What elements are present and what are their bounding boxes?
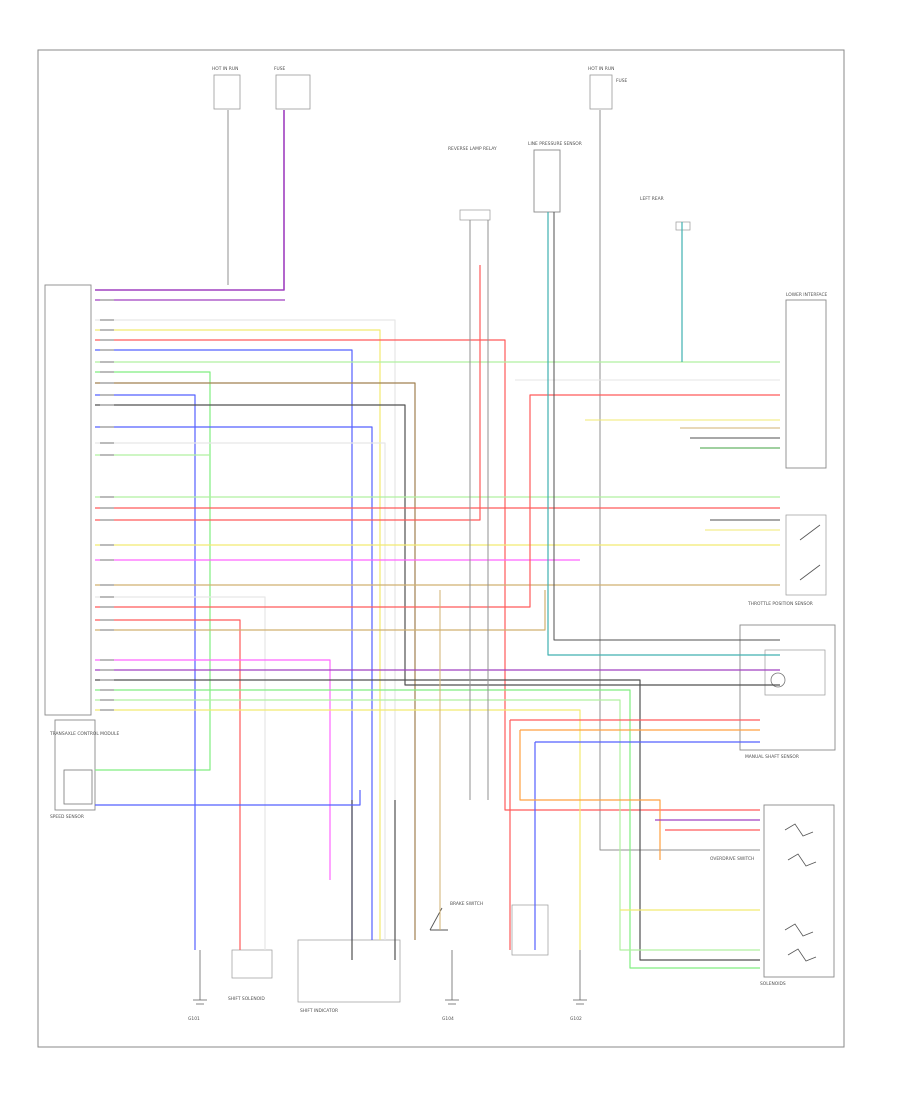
wire-tcm-16 <box>95 265 481 521</box>
reverse-lamp-relay: REVERSE LAMP RELAY <box>448 146 497 221</box>
wire-tcm-12 <box>95 442 386 940</box>
wire-overdrive <box>519 730 661 860</box>
ground-middle: G104 <box>442 950 459 1022</box>
wire-line-pressure-b <box>553 212 780 641</box>
ground-left-label: G101 <box>188 1016 200 1022</box>
overdrive-switch-label: OVERDRIVE SWITCH <box>710 856 754 862</box>
wire-speed-sensor <box>95 790 361 806</box>
wire-tcm-27 <box>95 689 760 969</box>
solenoid-pack: SOLENOIDS <box>760 804 835 987</box>
manual-shaft-sensor: MANUAL SHAFT SENSOR <box>739 624 836 760</box>
speed-sensor-label: SPEED SENSOR <box>50 814 84 820</box>
overdrive-switch: OVERDRIVE SWITCH <box>710 856 754 862</box>
ground-right-label: G102 <box>570 1016 582 1022</box>
wire-fuse-right <box>599 110 760 851</box>
wire-tcm-4 <box>95 339 760 811</box>
fuse-block-left: HOT IN RUN FUSE <box>212 66 311 110</box>
wire-tcm-8 <box>95 382 416 940</box>
lower-interface-label: LOWER INTERFACE <box>786 292 828 298</box>
ground-right: G102 <box>570 950 587 1022</box>
reverse-lamp-relay-label: REVERSE LAMP RELAY <box>448 146 497 152</box>
diagram-frame <box>37 49 845 1048</box>
fuse-left-label: FUSE <box>274 66 286 72</box>
wire-tcm-20 <box>95 596 266 950</box>
sensor-top-right: LEFT REAR <box>640 196 691 231</box>
ground-left: G101 <box>188 950 207 1022</box>
brake-switch-label: BRAKE SWITCH <box>450 901 483 907</box>
hot-in-run-right-label: HOT IN RUN <box>588 66 614 72</box>
wire-tcm-9 <box>95 394 196 950</box>
hot-in-run-left-label: HOT IN RUN <box>212 66 238 72</box>
wire-group <box>95 110 780 969</box>
wire-tcm-5 <box>95 349 353 940</box>
lower-interface-top-label: LEFT REAR <box>640 196 664 202</box>
brake-switch: BRAKE SWITCH <box>429 901 483 931</box>
wire-tcm-26 <box>95 679 760 961</box>
manual-shaft-sensor-label: MANUAL SHAFT SENSOR <box>745 754 799 760</box>
throttle-position-sensor-label: THROTTLE POSITION SENSOR <box>747 601 813 607</box>
main-connector-left: TRANSAXLE CONTROL MODULE SPEED SENSOR <box>44 284 119 820</box>
lower-interface-box: LOWER INTERFACE <box>785 292 828 469</box>
wire-tcm-2 <box>95 319 396 800</box>
wire-tcm-21 <box>95 394 780 608</box>
wire-line-pressure-a <box>547 212 780 656</box>
line-pressure-sensor: LINE PRESSURE SENSOR <box>528 141 582 213</box>
wire-tcm-23 <box>95 590 546 631</box>
wire-tcm-28 <box>95 699 760 951</box>
shift-solenoid-label: SHIFT SOLENOID <box>228 996 265 1002</box>
solenoids-label: SOLENOIDS <box>760 981 786 987</box>
wire-tcm-24 <box>95 659 331 880</box>
sensor-bottom-middle <box>511 904 549 956</box>
pin-group <box>100 299 114 711</box>
wire-tcm-22 <box>95 619 241 950</box>
wire-tcm-3 <box>95 329 381 940</box>
transaxle-control-module-label: TRANSAXLE CONTROL MODULE <box>49 731 119 737</box>
wire-tcm-11 <box>95 426 373 940</box>
shift-indicator-bottom: SHIFT INDICATOR <box>297 939 401 1014</box>
line-pressure-sensor-label: LINE PRESSURE SENSOR <box>528 141 582 147</box>
wire-fuse-left-b <box>95 110 285 291</box>
throttle-position-sensor: THROTTLE POSITION SENSOR <box>747 514 827 607</box>
wire-tcm-29 <box>95 709 581 950</box>
fuse-block-right: HOT IN RUN FUSE <box>588 66 628 110</box>
ground-tcm-label: G104 <box>442 1016 454 1022</box>
shift-solenoid-bottom: SHIFT SOLENOID <box>228 949 273 1002</box>
wire-tcm-7 <box>95 371 211 771</box>
fuse-right-label: FUSE <box>616 78 628 84</box>
shift-indicator-label: SHIFT INDICATOR <box>300 1008 338 1014</box>
